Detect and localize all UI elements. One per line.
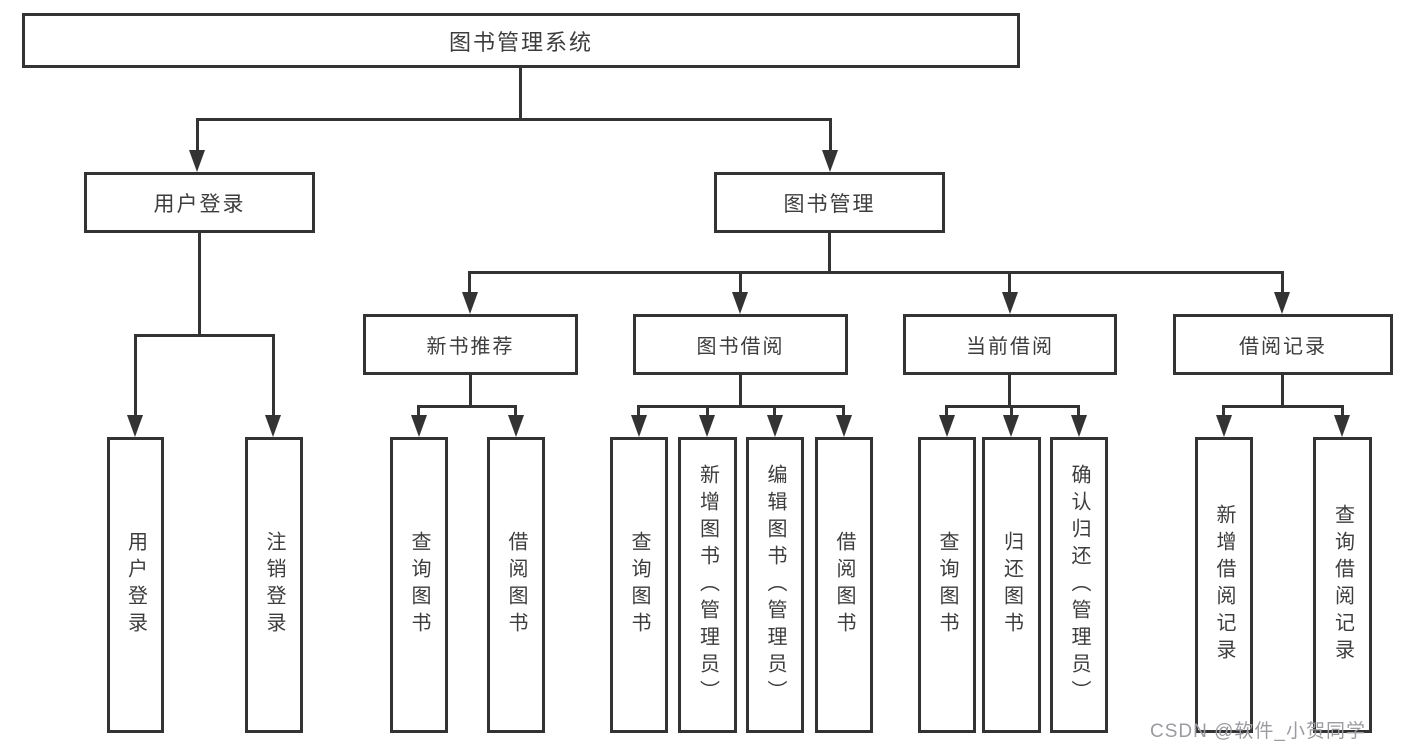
arrow-down-icon (189, 150, 205, 172)
arrow-down-icon (822, 150, 838, 172)
connector-line (1008, 271, 1011, 295)
connector-line (706, 405, 709, 417)
connector-line (1341, 405, 1344, 417)
connector-line (829, 118, 832, 152)
leaf-query-books-1: 查询图书 (390, 437, 448, 733)
connector-line (468, 271, 471, 295)
leaf-query-books-1-label: 查询图书 (408, 531, 430, 639)
leaf-query-books-2: 查询图书 (610, 437, 668, 733)
connector-line (134, 334, 275, 337)
connector-line (828, 233, 831, 273)
arrow-down-icon (1071, 415, 1087, 437)
leaf-query-borrow-record: 查询借阅记录 (1313, 437, 1372, 733)
leaf-user-login-label: 用户登录 (124, 531, 147, 639)
leaf-confirm-return-admin-label: 确认归还（管理员） (1068, 463, 1090, 707)
connector-line (1222, 405, 1343, 408)
leaf-user-login: 用户登录 (107, 437, 164, 733)
connector-line (272, 334, 275, 417)
arrow-down-icon (1274, 292, 1290, 314)
connector-line (842, 405, 845, 417)
leaf-borrow-books-2-label: 借阅图书 (833, 531, 855, 639)
connector-line (1008, 375, 1011, 407)
leaf-query-books-3-label: 查询图书 (936, 531, 958, 639)
arrow-down-icon (631, 415, 647, 437)
arrow-down-icon (411, 415, 427, 437)
arrow-down-icon (462, 292, 478, 314)
connector-line (417, 405, 517, 408)
connector-line (196, 118, 199, 152)
leaf-query-borrow-record-label: 查询借阅记录 (1331, 504, 1354, 666)
arrow-down-icon (939, 415, 955, 437)
leaf-edit-books-admin: 编辑图书（管理员） (746, 437, 804, 733)
leaf-logout-label: 注销登录 (263, 531, 285, 639)
leaf-query-books-2-label: 查询图书 (628, 531, 650, 639)
node-book-borrowing-label: 图书借阅 (696, 336, 785, 358)
arrow-down-icon (732, 292, 748, 314)
connector-line (773, 405, 776, 417)
leaf-add-borrow-record: 新增借阅记录 (1195, 437, 1253, 733)
arrow-down-icon (127, 415, 143, 437)
node-book-management: 图书管理 (714, 172, 945, 233)
node-new-book-recommend-label: 新书推荐 (426, 336, 515, 358)
arrow-down-icon (699, 415, 715, 437)
connector-line (739, 271, 742, 295)
connector-line (739, 375, 742, 407)
node-current-borrowing-label: 当前借阅 (966, 336, 1054, 358)
connector-line (637, 405, 640, 417)
connector-line (468, 271, 1283, 274)
node-user-login: 用户登录 (84, 172, 315, 233)
leaf-confirm-return-admin: 确认归还（管理员） (1050, 437, 1108, 733)
arrow-down-icon (1334, 415, 1350, 437)
node-book-borrowing: 图书借阅 (633, 314, 848, 375)
leaf-add-books-admin-label: 新增图书（管理员） (696, 463, 719, 707)
leaf-return-books-label: 归还图书 (1000, 531, 1023, 639)
leaf-logout: 注销登录 (245, 437, 303, 733)
leaf-add-books-admin: 新增图书（管理员） (678, 437, 737, 733)
node-new-book-recommend: 新书推荐 (363, 314, 578, 375)
connector-line (514, 405, 517, 417)
leaf-borrow-books-1: 借阅图书 (487, 437, 545, 733)
node-book-management-system: 图书管理系统 (22, 13, 1020, 68)
leaf-add-borrow-record-label: 新增借阅记录 (1213, 504, 1235, 666)
connector-line (134, 334, 137, 417)
node-book-management-system-label: 图书管理系统 (448, 29, 593, 55)
connector-line (945, 405, 948, 417)
connector-line (1077, 405, 1080, 417)
arrow-down-icon (767, 415, 783, 437)
connector-line (196, 118, 832, 121)
watermark: CSDN @软件_小贺同学 (1150, 721, 1366, 742)
connector-line (1281, 271, 1284, 295)
connector-line (469, 375, 472, 407)
node-user-login-label: 用户登录 (153, 192, 246, 216)
leaf-return-books: 归还图书 (982, 437, 1041, 733)
node-borrowing-records: 借阅记录 (1173, 314, 1393, 375)
arrow-down-icon (836, 415, 852, 437)
connector-line (198, 233, 201, 336)
connector-line (1281, 375, 1284, 407)
leaf-borrow-books-1-label: 借阅图书 (505, 531, 527, 639)
arrow-down-icon (1002, 292, 1018, 314)
arrow-down-icon (508, 415, 524, 437)
connector-line (1010, 405, 1013, 417)
connector-line (1222, 405, 1225, 417)
connector-line (417, 405, 420, 417)
arrow-down-icon (265, 415, 281, 437)
arrow-down-icon (1003, 415, 1019, 437)
arrow-down-icon (1216, 415, 1232, 437)
leaf-edit-books-admin-label: 编辑图书（管理员） (764, 463, 786, 707)
leaf-query-books-3: 查询图书 (918, 437, 976, 733)
connector-line (519, 68, 522, 120)
leaf-borrow-books-2: 借阅图书 (815, 437, 873, 733)
node-book-management-label: 图书管理 (783, 192, 876, 216)
node-current-borrowing: 当前借阅 (903, 314, 1117, 375)
connector-line (637, 405, 845, 408)
node-borrowing-records-label: 借阅记录 (1239, 336, 1327, 358)
